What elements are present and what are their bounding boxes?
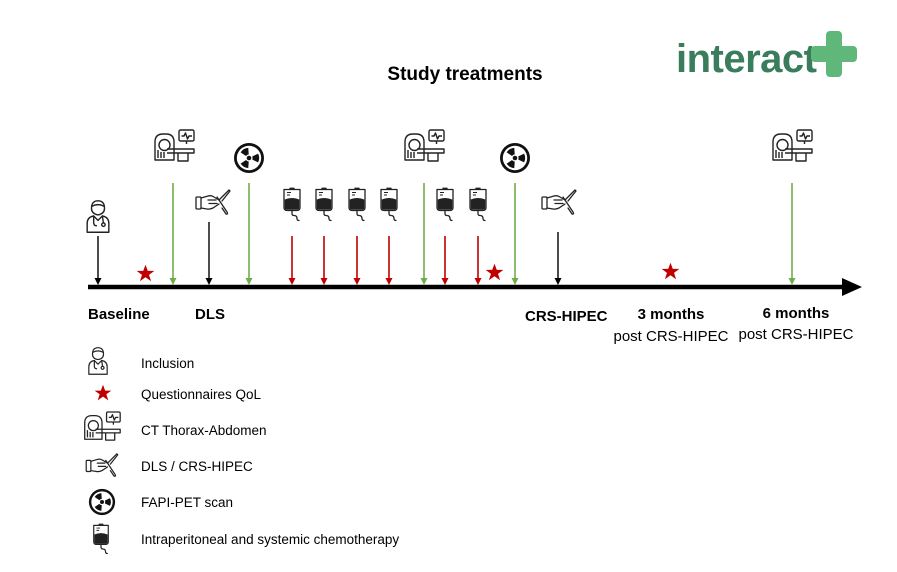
timeline-icons xyxy=(86,129,813,233)
legend-label: FAPI-PET scan xyxy=(141,495,233,510)
scalpel-hand-icon xyxy=(195,189,231,215)
legend-item-questionnaire: Questionnaires QoL xyxy=(94,384,262,402)
inclusion-arrow xyxy=(94,236,102,285)
legend-item-inclusion: Inclusion xyxy=(88,347,194,375)
questionnaire-markers xyxy=(136,262,680,282)
iv-bag-icon xyxy=(283,187,301,222)
event-arrows xyxy=(94,183,796,285)
legend-label: CT Thorax-Abdomen xyxy=(141,423,267,438)
chemo-arrow-2 xyxy=(320,236,328,285)
legend-item-ct: CT Thorax-Abdomen xyxy=(84,411,267,441)
legend-item-surgery: DLS / CRS-HIPEC xyxy=(85,453,253,477)
star-icon xyxy=(136,264,155,282)
logo-wordmark: interact xyxy=(676,37,817,81)
timeline-axis xyxy=(88,278,862,296)
pet-arrow-2 xyxy=(511,183,519,285)
legend-item-chemo: Intraperitoneal and systemic chemotherap… xyxy=(93,523,399,555)
radiation-icon xyxy=(234,143,264,173)
chemo-arrow-6 xyxy=(474,236,482,285)
milestone-dls: DLS xyxy=(195,306,225,323)
iv-bag-icon xyxy=(315,187,333,222)
legend: Inclusion Questionnaires QoL CT Thorax-A… xyxy=(84,347,399,555)
milestone-3-months: 3 months xyxy=(638,306,705,323)
milestone-crs-hipec: CRS-HIPEC xyxy=(525,308,608,325)
ct-scanner-icon xyxy=(404,129,445,162)
milestone-labels: Baseline DLS CRS-HIPEC 3 months post CRS… xyxy=(88,305,854,345)
pet-arrow-1 xyxy=(245,183,253,285)
iv-bag-icon xyxy=(436,187,454,222)
iv-bag-icon xyxy=(93,523,109,555)
ct-arrow-3 xyxy=(788,183,796,285)
interact-logo: interact xyxy=(676,31,857,81)
milestone-6-months: 6 months xyxy=(763,305,830,322)
legend-label: Inclusion xyxy=(141,356,194,371)
page-title: Study treatments xyxy=(387,64,542,85)
star-icon xyxy=(661,262,680,280)
ct-arrow-1 xyxy=(169,183,177,285)
milestone-3-months-sub: post CRS-HIPEC xyxy=(613,328,728,345)
chemo-arrow-3 xyxy=(353,236,361,285)
chemo-arrow-1 xyxy=(288,236,296,285)
ct-scanner-icon xyxy=(84,411,121,441)
star-icon xyxy=(94,384,112,401)
ct-scanner-icon xyxy=(154,129,195,162)
legend-label: Intraperitoneal and systemic chemotherap… xyxy=(141,532,399,547)
chemo-arrow-4 xyxy=(385,236,393,285)
legend-item-pet: FAPI-PET scan xyxy=(88,488,233,516)
legend-label: DLS / CRS-HIPEC xyxy=(141,459,253,474)
scalpel-hand-icon xyxy=(85,453,119,477)
iv-bag-icon xyxy=(469,187,487,222)
ct-arrow-2 xyxy=(420,183,428,285)
radiation-icon xyxy=(88,488,116,516)
star-icon xyxy=(485,263,504,281)
milestone-6-months-sub: post CRS-HIPEC xyxy=(738,326,853,343)
legend-label: Questionnaires QoL xyxy=(141,387,262,402)
iv-bag-icon xyxy=(380,187,398,222)
crs-hipec-arrow xyxy=(554,232,562,285)
doctor-icon xyxy=(88,347,108,375)
milestone-baseline: Baseline xyxy=(88,306,150,323)
scalpel-hand-icon xyxy=(541,189,577,215)
logo-plus-icon xyxy=(811,31,857,77)
radiation-icon xyxy=(500,143,530,173)
ct-scanner-icon xyxy=(772,129,813,162)
iv-bag-icon xyxy=(348,187,366,222)
dls-arrow xyxy=(205,222,213,285)
chemo-arrow-5 xyxy=(441,236,449,285)
doctor-icon xyxy=(86,200,110,233)
